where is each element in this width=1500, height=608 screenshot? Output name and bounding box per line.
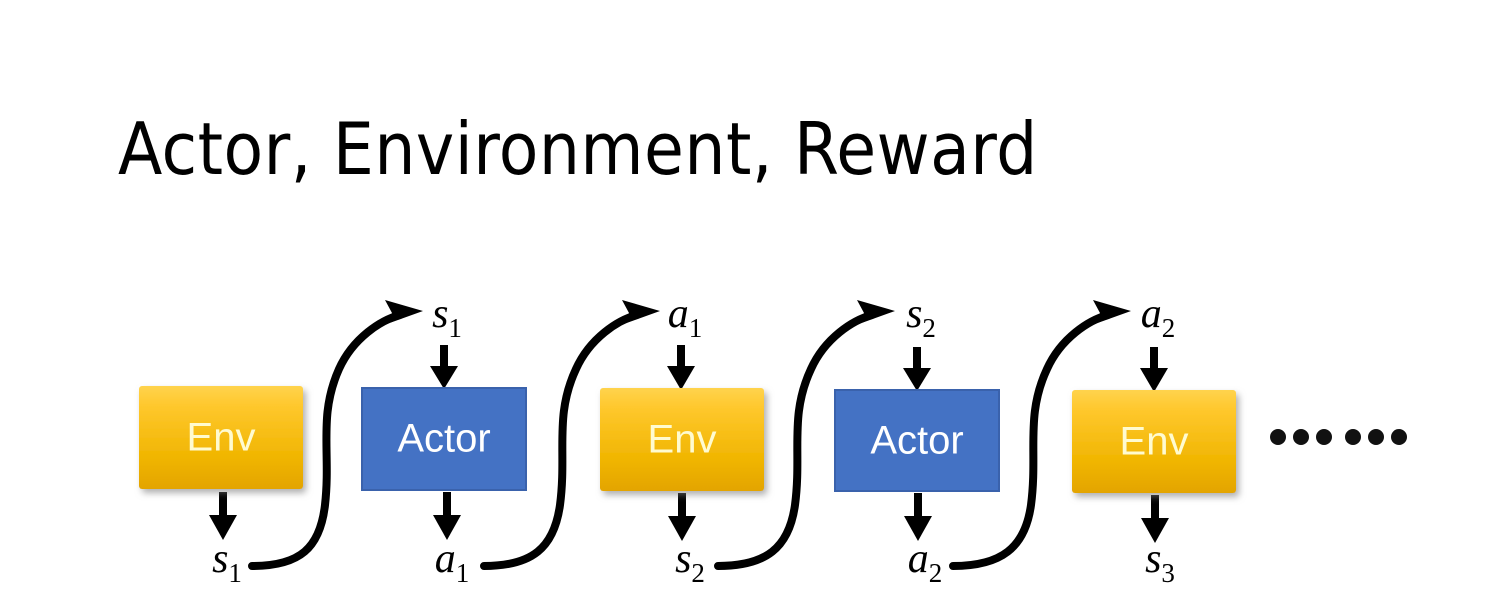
- node-actor-2[interactable]: Actor: [834, 389, 1000, 492]
- flow-arrowhead-s2: [856, 300, 895, 325]
- actor-box-1-label: Actor: [397, 417, 490, 461]
- actor-box-2[interactable]: [834, 389, 1000, 492]
- top-label-s1: s1: [432, 291, 462, 343]
- bottom-label-a1: a1: [435, 536, 470, 588]
- flow-curve-s1: [248, 311, 404, 570]
- down-arrow-out-env3: [1141, 495, 1169, 543]
- flow-arrowhead-a1: [621, 300, 660, 325]
- down-arrow-into-actor2: [903, 347, 931, 391]
- node-env-1[interactable]: Env: [139, 386, 303, 489]
- flow-curve-s2: [714, 311, 876, 570]
- top-label-a1: a1: [668, 291, 703, 343]
- flow-curve-a1: [480, 311, 641, 570]
- node-env-2[interactable]: Env: [600, 388, 764, 491]
- actor-box-2-label: Actor: [870, 419, 963, 463]
- top-label-a2: a2: [1141, 291, 1176, 343]
- flow-curve-a2: [949, 311, 1112, 570]
- top-label-s2: s2: [906, 291, 936, 343]
- down-arrow-out-actor2: [904, 493, 932, 541]
- env-box-3-label: Env: [1120, 420, 1189, 464]
- actor-box-1[interactable]: [361, 387, 527, 491]
- env-box-2-label: Env: [648, 418, 717, 462]
- env-box-3[interactable]: [1072, 390, 1236, 493]
- flow-arrowhead-s1: [384, 300, 423, 325]
- env-box-2[interactable]: [600, 388, 764, 491]
- node-actor-1[interactable]: Actor: [361, 387, 527, 491]
- bottom-label-s1: s1: [212, 536, 242, 588]
- down-arrow-into-env3: [1140, 347, 1168, 392]
- page-title: Actor, Environment, Reward: [118, 107, 1038, 191]
- bottom-label-s2: s2: [675, 536, 705, 588]
- down-arrow-out-env2: [668, 493, 696, 541]
- ellipsis-icon: [1270, 429, 1407, 445]
- down-arrow-out-env1: [209, 492, 237, 540]
- down-arrow-into-actor1: [430, 345, 458, 389]
- node-env-3[interactable]: Env: [1072, 390, 1236, 493]
- env-box-1[interactable]: [139, 386, 303, 489]
- bottom-label-a2: a2: [908, 536, 943, 588]
- env-box-1-label: Env: [187, 416, 256, 460]
- down-arrow-out-actor1: [433, 492, 461, 540]
- bottom-label-s3: s3: [1145, 536, 1175, 588]
- flow-arrowhead-a2: [1092, 300, 1131, 325]
- down-arrow-into-env2: [667, 345, 695, 390]
